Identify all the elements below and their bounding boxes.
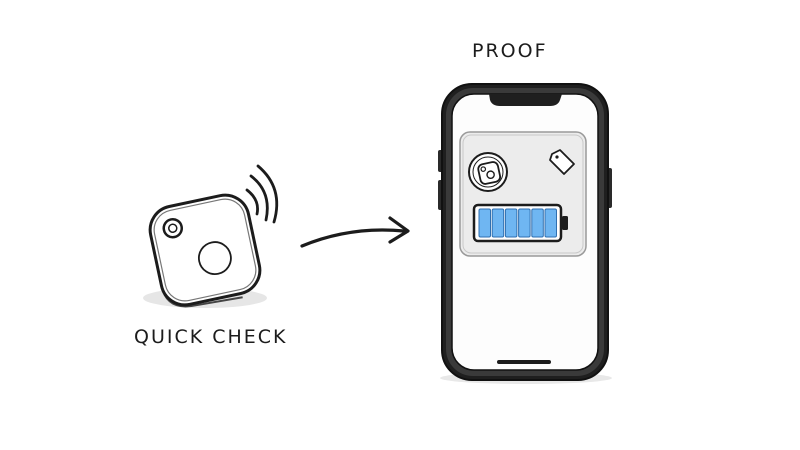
tracker-mini-icon [468, 152, 508, 192]
signal-waves-icon [245, 164, 279, 224]
tracker-tag-icon [143, 193, 267, 308]
battery-cell [518, 208, 531, 238]
quick-check-label: QUICK CHECK [134, 326, 288, 348]
battery-cell [531, 208, 544, 238]
arrow-right-icon [300, 216, 410, 248]
tag-icon [549, 149, 575, 175]
proof-label: PROOF [472, 40, 548, 62]
battery-icon [472, 203, 568, 243]
battery-cells [478, 208, 557, 238]
battery-cell [491, 208, 505, 238]
battery-cell [544, 208, 557, 238]
battery-cell [478, 208, 491, 238]
battery-cell [504, 208, 518, 238]
